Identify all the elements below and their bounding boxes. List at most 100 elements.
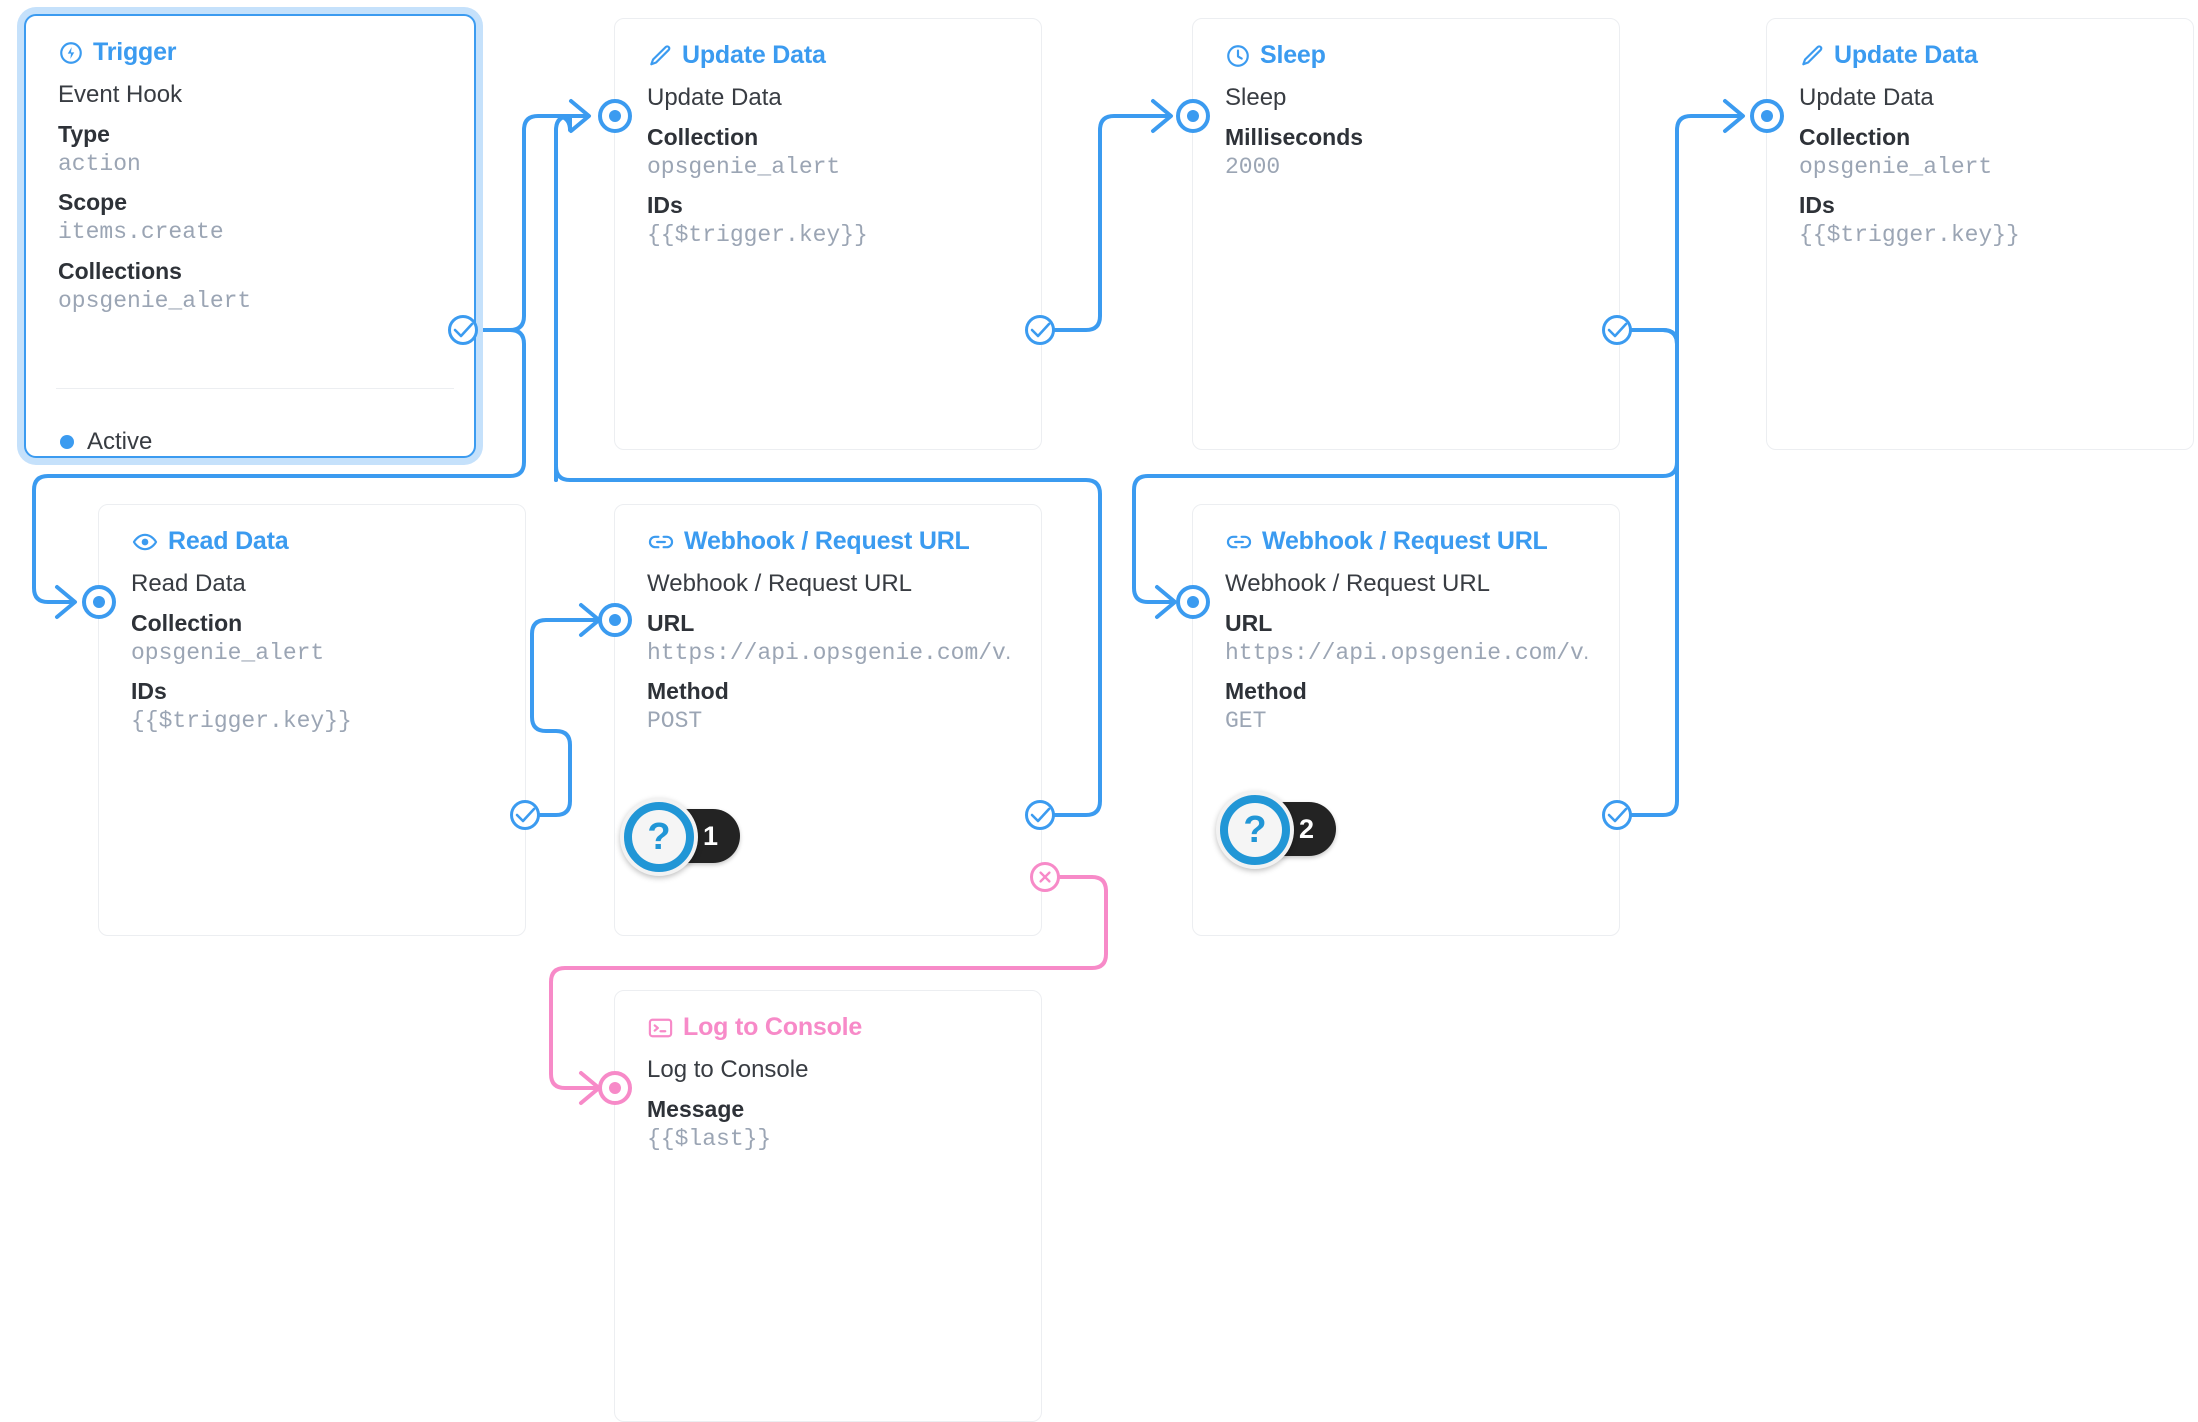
link-icon	[647, 529, 675, 555]
port-reject-webhook-post[interactable]	[1030, 862, 1060, 892]
help-badge-count: 2	[1298, 813, 1314, 844]
field-collection: Collection opsgenie_alert	[647, 123, 1011, 183]
wire-read-data-to-webhook-post	[523, 618, 598, 817]
help-badge-count: 1	[702, 820, 718, 851]
node-header-label: Sleep	[1260, 41, 1326, 69]
field-key: Method	[647, 678, 729, 705]
close-icon	[1039, 871, 1051, 883]
field-key: Collection	[1799, 123, 1911, 150]
port-in-log-to-console[interactable]	[598, 1071, 632, 1105]
pencil-icon	[1799, 43, 1825, 69]
field-value: GET	[1225, 708, 1267, 735]
node-body-update-data-2: Update Data Collection opsgenie_alert ID…	[1767, 70, 2193, 251]
help-badge-2[interactable]: 2 ?	[1216, 791, 1336, 869]
field-value: opsgenie_alert	[1799, 153, 1993, 180]
node-card-trigger[interactable]: Trigger Event Hook Type action Scope ite…	[24, 14, 476, 458]
node-row-name: Webhook / Request URL	[1225, 570, 1491, 597]
field-key: URL	[647, 609, 695, 636]
node-card-webhook-get[interactable]: Webhook / Request URL Webhook / Request …	[1192, 504, 1620, 936]
field-value: https://api.opsgenie.com/v…	[647, 639, 1011, 666]
port-out-webhook-post[interactable]	[1025, 800, 1055, 830]
field-ids: IDs {{$trigger.key}}	[131, 677, 495, 737]
node-header-label: Read Data	[168, 527, 289, 555]
question-mark-icon: ?	[632, 810, 686, 864]
node-header-trigger: Trigger	[26, 16, 474, 67]
port-in-update-data-2[interactable]	[1750, 99, 1784, 133]
field-value: action	[58, 150, 141, 177]
node-header-webhook-get: Webhook / Request URL	[1193, 505, 1619, 556]
status-badge: Active	[60, 428, 152, 456]
node-header-label: Webhook / Request URL	[684, 527, 970, 555]
field-key: Message	[647, 1095, 745, 1122]
node-header-sleep: Sleep	[1193, 19, 1619, 70]
field-value: {{$trigger.key}}	[131, 708, 352, 735]
port-out-read-data[interactable]	[510, 800, 540, 830]
port-out-sleep[interactable]	[1602, 315, 1632, 345]
node-card-update-data-2[interactable]: Update Data Update Data Collection opsge…	[1766, 18, 2194, 450]
field-value: {{$trigger.key}}	[1799, 222, 2020, 249]
field-value: {{$last}}	[647, 1125, 772, 1152]
node-row-name: Sleep	[1225, 84, 1287, 111]
node-body-trigger: Event Hook Type action Scope items.creat…	[26, 67, 474, 317]
field-key: URL	[1225, 609, 1273, 636]
port-out-update-data-1[interactable]	[1025, 315, 1055, 345]
node-card-read-data[interactable]: Read Data Read Data Collection opsgenie_…	[98, 504, 526, 936]
node-row-name: Update Data	[1799, 84, 1934, 111]
field-url: URL https://api.opsgenie.com/v…	[1225, 609, 1589, 669]
node-card-log-to-console[interactable]: Log to Console Log to Console Message {{…	[614, 990, 1042, 1422]
port-in-webhook-get[interactable]	[1176, 585, 1210, 619]
field-value: 2000	[1225, 153, 1281, 180]
field-ids: IDs {{$trigger.key}}	[647, 191, 1011, 251]
field-method: Method GET	[1225, 677, 1589, 737]
node-row-name: Log to Console	[647, 1056, 809, 1083]
field-key: Scope	[58, 189, 128, 216]
status-dot-icon	[60, 435, 74, 449]
node-card-update-data-1[interactable]: Update Data Update Data Collection opsge…	[614, 18, 1042, 450]
pencil-icon	[647, 43, 673, 69]
field-key: IDs	[1799, 192, 1835, 219]
port-out-webhook-get[interactable]	[1602, 800, 1632, 830]
field-ids: IDs {{$trigger.key}}	[1799, 191, 2163, 251]
field-key: Collection	[647, 123, 759, 150]
field-key: Method	[1225, 678, 1307, 705]
node-body-webhook-get: Webhook / Request URL URL https://api.op…	[1193, 556, 1619, 737]
node-header-log-to-console: Log to Console	[615, 991, 1041, 1042]
field-value: items.create	[58, 219, 224, 246]
node-header-label: Webhook / Request URL	[1262, 527, 1548, 555]
node-body-log-to-console: Log to Console Message {{$last}}	[615, 1042, 1041, 1154]
field-key: IDs	[131, 678, 167, 705]
help-icon-ring[interactable]: ?	[1216, 791, 1294, 869]
help-icon-ring[interactable]: ?	[620, 798, 698, 876]
arrowhead-update2	[1723, 99, 1745, 133]
node-card-sleep[interactable]: Sleep Sleep Milliseconds 2000	[1192, 18, 1620, 450]
port-in-update-data-1[interactable]	[598, 99, 632, 133]
field-collections: Collections opsgenie_alert	[58, 257, 444, 317]
port-in-read-data[interactable]	[82, 585, 116, 619]
field-value: opsgenie_alert	[647, 153, 841, 180]
field-key: Type	[58, 120, 110, 147]
field-method: Method POST	[647, 677, 1011, 737]
node-header-label: Update Data	[682, 41, 826, 69]
field-value: https://api.opsgenie.com/v…	[1225, 639, 1589, 666]
node-body-update-data-1: Update Data Collection opsgenie_alert ID…	[615, 70, 1041, 251]
node-body-webhook-post: Webhook / Request URL URL https://api.op…	[615, 556, 1041, 737]
field-collection: Collection opsgenie_alert	[1799, 123, 2163, 183]
node-row-name: Read Data	[131, 570, 246, 597]
node-header-read-data: Read Data	[99, 505, 525, 556]
node-body-read-data: Read Data Collection opsgenie_alert IDs …	[99, 556, 525, 737]
port-in-sleep[interactable]	[1176, 99, 1210, 133]
port-out-trigger[interactable]	[448, 315, 478, 345]
field-key: IDs	[647, 192, 683, 219]
arrowhead-update1	[569, 99, 591, 133]
bolt-circle-icon	[58, 40, 84, 66]
field-value: opsgenie_alert	[131, 639, 325, 666]
port-in-webhook-post[interactable]	[598, 603, 632, 637]
node-body-sleep: Sleep Milliseconds 2000	[1193, 70, 1619, 182]
eye-icon	[131, 529, 159, 555]
question-mark-icon: ?	[1228, 803, 1282, 857]
arrowhead-read-data	[55, 585, 77, 619]
clock-icon	[1225, 43, 1251, 69]
help-badge-1[interactable]: 1 ?	[620, 798, 740, 876]
card-divider	[56, 388, 454, 389]
